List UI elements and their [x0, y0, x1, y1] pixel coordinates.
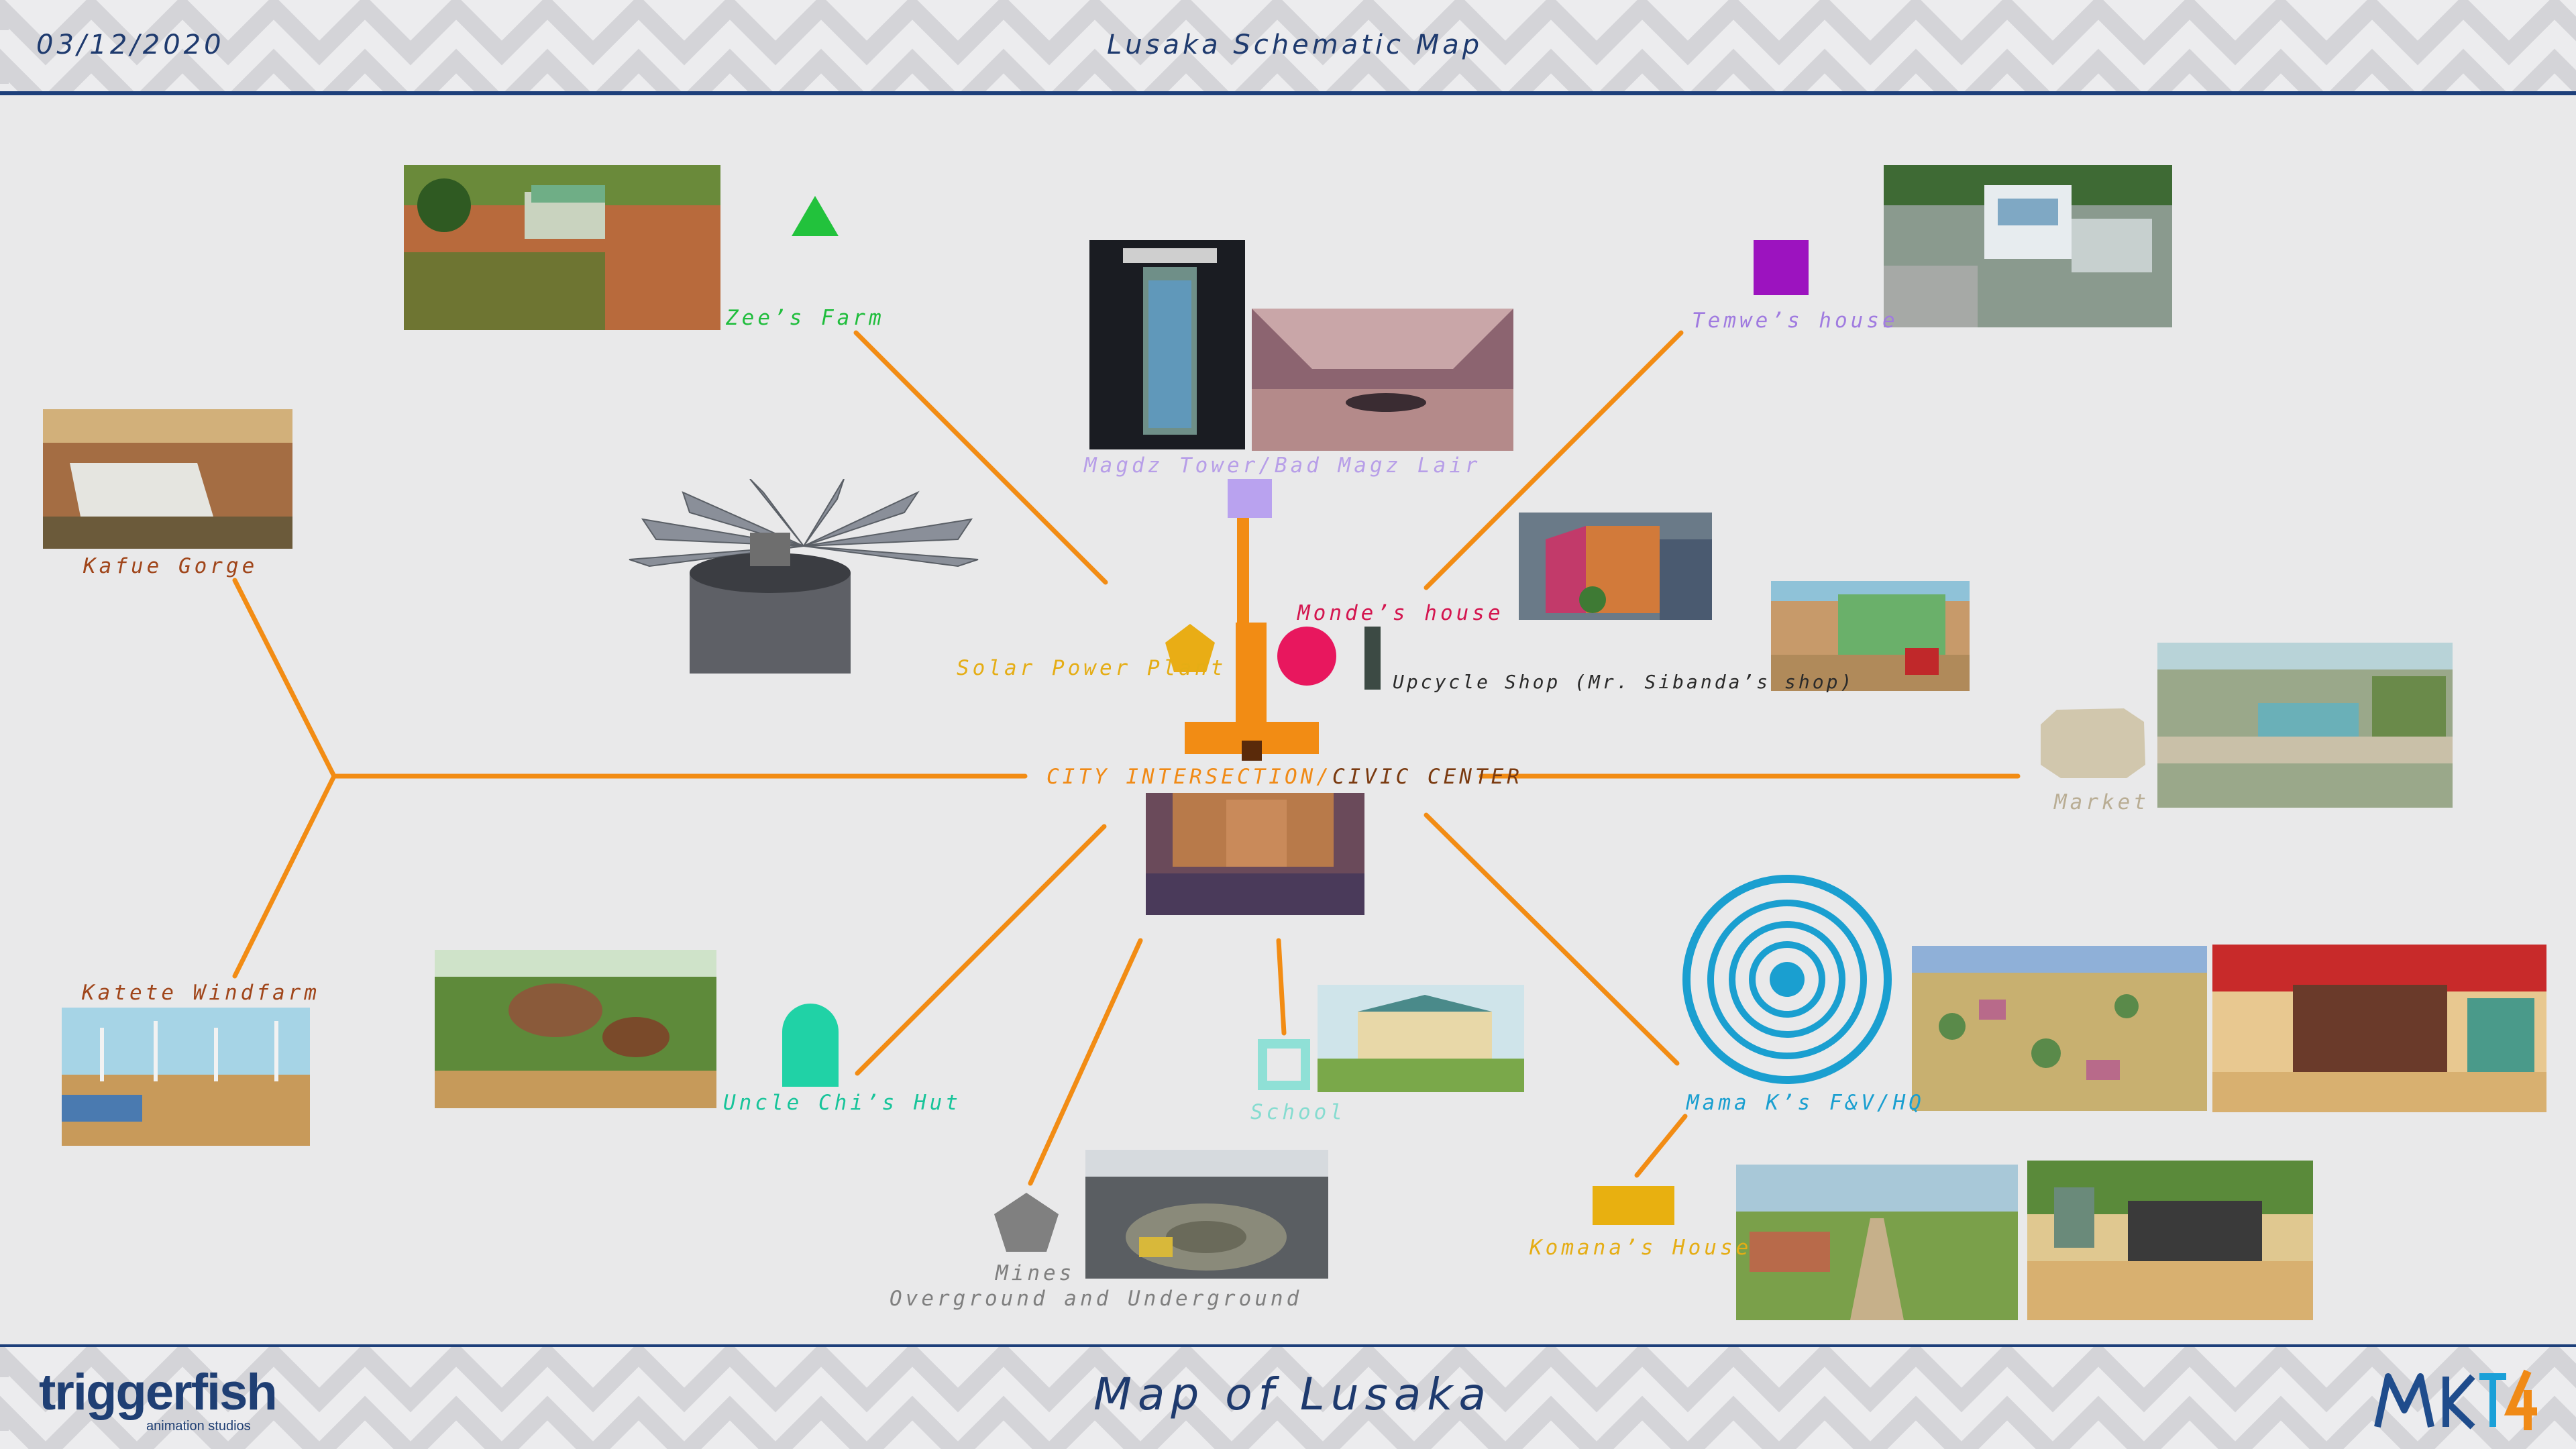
label-uncle-chis-hut: Uncle Chi’s Hut: [723, 1091, 961, 1115]
magdz-tower-road: [1237, 517, 1249, 624]
image-mama-k-hq: [2212, 945, 2546, 1112]
square-marker-magdz-tower[interactable]: [1228, 479, 1272, 518]
label-mama-k: Mama K’s F&V/HQ: [1686, 1091, 1925, 1115]
image-mines: [1085, 1150, 1328, 1279]
target-marker-mama-k[interactable]: [1682, 875, 1892, 1084]
road-komana-house: [1634, 1114, 1688, 1178]
road-mondes-house: [1424, 330, 1684, 590]
pentagon-marker-solar-plant[interactable]: [1165, 624, 1215, 672]
image-komana-street: [1736, 1165, 2018, 1320]
road-mines: [1028, 938, 1143, 1186]
label-school: School: [1250, 1100, 1346, 1124]
label-civic-center: CITY INTERSECTION/CIVIC CENTER: [1046, 765, 1523, 789]
label-zees-farm: Zee’s Farm: [726, 306, 885, 330]
image-komana-house: [2027, 1161, 2313, 1320]
footer-title: Map of Lusaka: [1093, 1368, 1492, 1420]
rect-marker-komana-house[interactable]: [1593, 1186, 1674, 1225]
blob-marker-market[interactable]: [2041, 708, 2145, 778]
square-marker-temwe-house[interactable]: [1754, 240, 1809, 295]
image-temwe-house: [1884, 165, 2172, 327]
footer-band: [0, 1347, 2576, 1449]
header-rule: [0, 91, 2576, 95]
image-magdz-tower: [1089, 240, 1245, 449]
circle-marker-mondes-house[interactable]: [1277, 627, 1336, 686]
civic-center-dot: [1242, 741, 1262, 761]
header-date: 03/12/2020: [36, 30, 225, 60]
label-kafue-gorge: Kafue Gorge: [83, 554, 258, 578]
road-mama-k: [1424, 812, 1680, 1066]
label-komana-house: Komana’s House: [1529, 1236, 1752, 1260]
image-mondes-house: [1519, 513, 1712, 620]
image-bad-magz-lair: [1252, 309, 1513, 451]
bar-marker-upcycle-shop[interactable]: [1364, 627, 1381, 690]
mk4-logo: [2372, 1363, 2540, 1440]
label-mines-sub: Overground and Underground: [890, 1287, 1303, 1311]
road-katete-windfarm: [232, 773, 337, 979]
image-solar-power-plant: [616, 479, 993, 675]
label-katete-windfarm: Katete Windfarm: [82, 981, 320, 1005]
road-uncle-chis-hut: [855, 824, 1107, 1076]
image-zees-farm: [404, 165, 720, 330]
triggerfish-logo: triggerfish animation studios: [39, 1364, 278, 1434]
road-kafue-gorge: [232, 578, 337, 779]
triggerfish-logo-text: triggerfish: [39, 1364, 278, 1421]
road-school: [1276, 938, 1287, 1036]
triggerfish-tagline: animation studios: [146, 1419, 251, 1434]
label-mines: Mines: [996, 1261, 1075, 1285]
label-civic-center-name: CIVIC CENTER: [1332, 765, 1523, 789]
image-kafue-gorge: [43, 409, 292, 549]
image-uncle-chis-hut: [435, 950, 716, 1108]
label-temwe-house: Temwe’s house: [1692, 309, 1898, 333]
image-mama-k-city: [1912, 946, 2207, 1111]
arch-marker-uncle-chis-hut[interactable]: [782, 1004, 839, 1087]
image-civic-center: [1146, 793, 1364, 915]
image-market: [2157, 643, 2453, 808]
road-zees-farm: [853, 330, 1108, 585]
header-title: Lusaka Schematic Map: [1107, 30, 1483, 60]
mk4-logo-mark: [2374, 1369, 2537, 1430]
label-magdz-tower: Magdz Tower/Bad Magz Lair: [1084, 453, 1481, 478]
image-upcycle-shop: [1771, 581, 1970, 691]
image-katete-windfarm: [62, 1008, 310, 1146]
label-upcycle-shop: Upcycle Shop (Mr. Sibanda’s shop): [1393, 671, 1855, 693]
label-market: Market: [2054, 790, 2149, 814]
triangle-marker-zees-farm[interactable]: [792, 196, 839, 236]
label-mondes-house: Monde’s house: [1297, 601, 1504, 625]
image-school: [1318, 985, 1524, 1092]
label-solar-power-plant: Solar Power Plant: [957, 656, 1227, 680]
chevron-pattern-bottom: [0, 1347, 2576, 1449]
hollow-square-marker-school[interactable]: [1258, 1039, 1310, 1090]
footer-rule: [0, 1344, 2576, 1348]
label-city-intersection: CITY INTERSECTION/: [1046, 765, 1332, 789]
pentagon-marker-mines[interactable]: [994, 1193, 1059, 1252]
civic-center-tower: [1236, 623, 1267, 727]
